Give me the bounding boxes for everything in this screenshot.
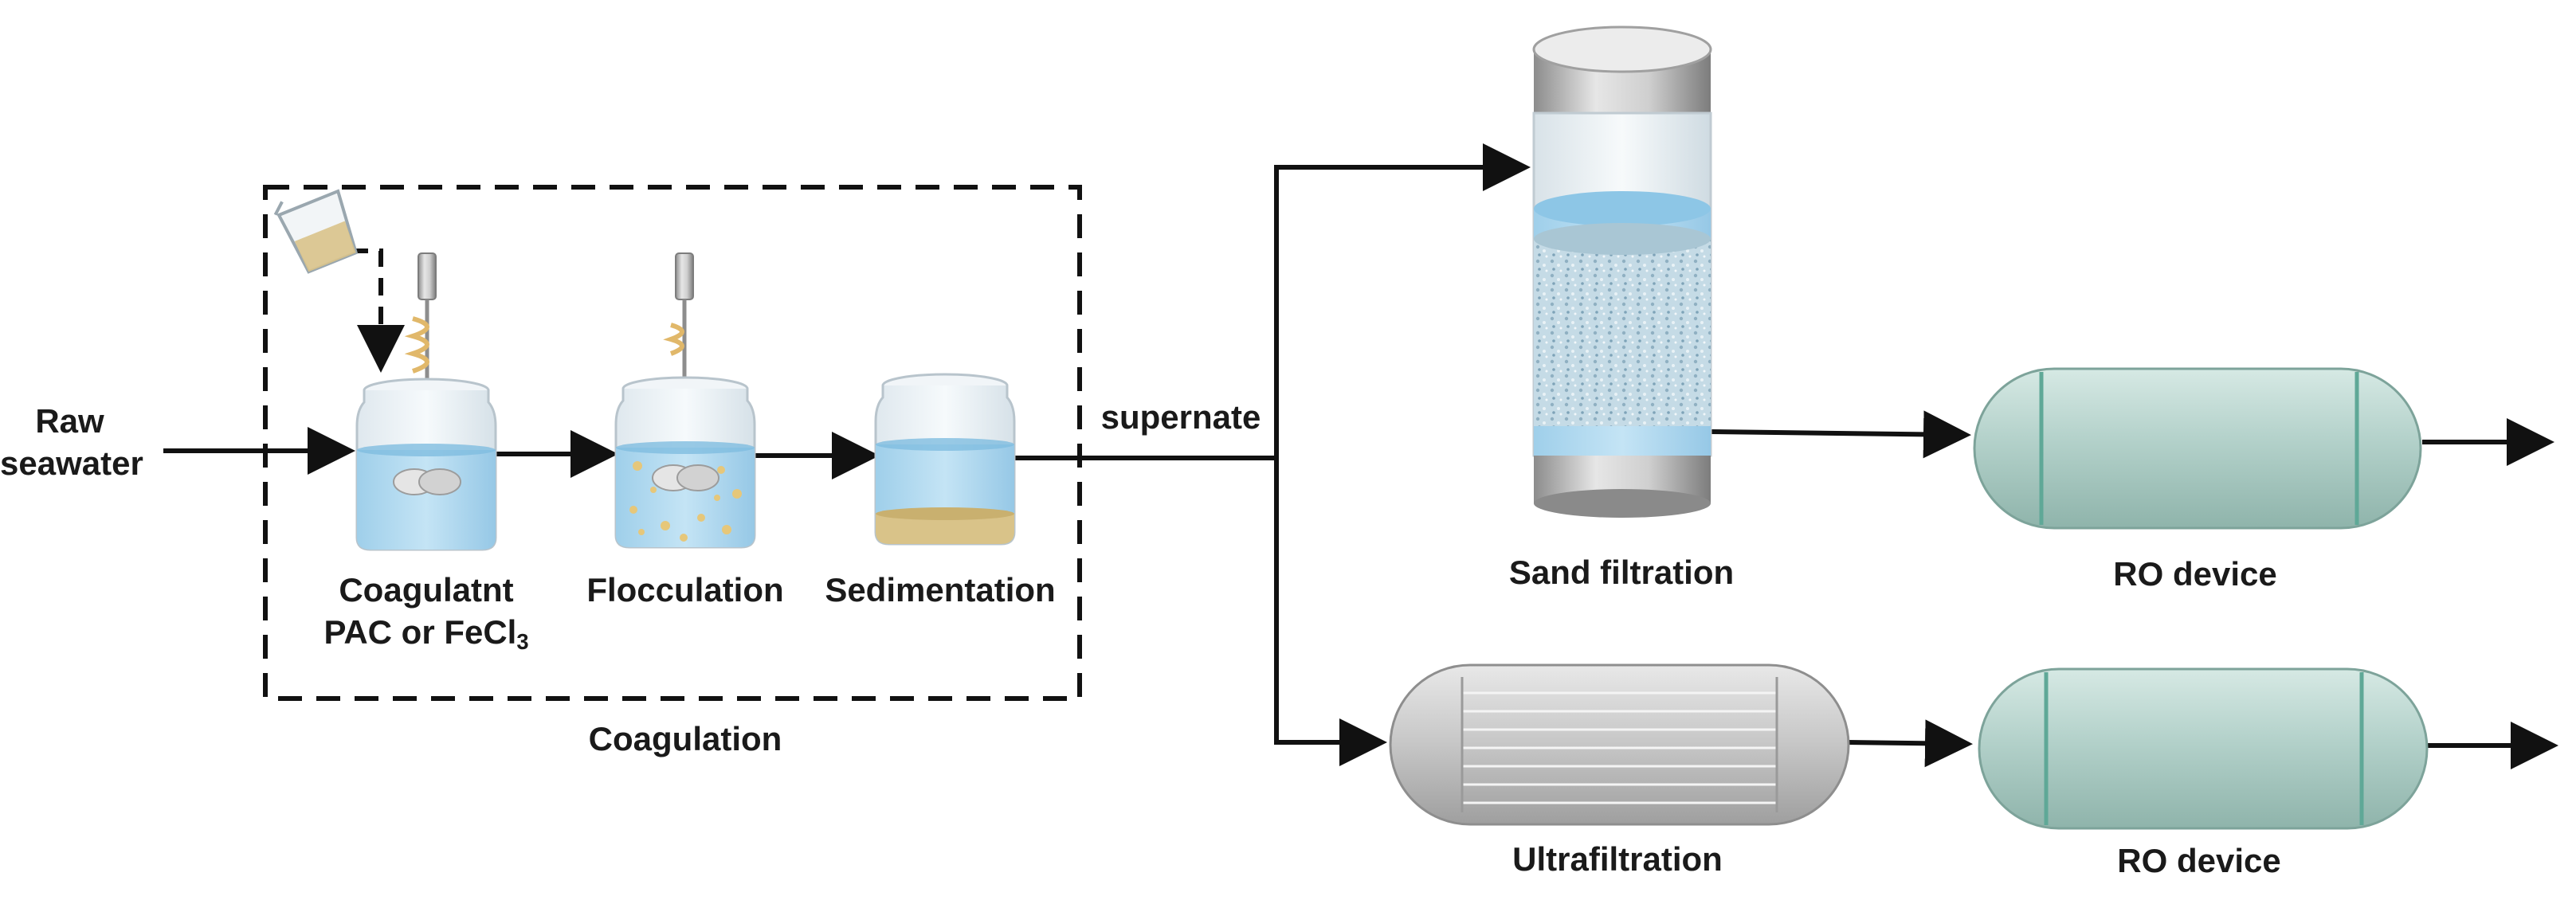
- coagulant-jar: [355, 252, 497, 551]
- coagulation-group-label: Coagulation: [588, 720, 782, 757]
- arrow-uf-to-ro-bottom: [1846, 719, 1973, 768]
- coagulation-group-box: [263, 185, 1082, 701]
- coagulant-line2-subscript: 3: [516, 628, 529, 654]
- ro-device-bottom: [1978, 667, 2429, 830]
- raw-seawater-line2: seawater: [0, 444, 143, 482]
- dosing-dashed-arrow: [351, 249, 405, 373]
- flocculation-label: Flocculation: [586, 571, 784, 609]
- arrow-sand-to-ro-top: [1711, 410, 1971, 459]
- ro-device-bottom-label: RO device: [2117, 842, 2281, 879]
- sedimentation-jar: [874, 373, 1016, 546]
- raw-seawater-line1: Raw: [35, 402, 104, 440]
- coagulant-line1: Coagulatnt: [339, 571, 514, 609]
- ultrafiltration-label: Ultrafiltration: [1512, 840, 1723, 878]
- coagulant-line2-prefix: PAC or FeCl: [323, 612, 517, 651]
- coagulant-label: Coagulatnt PAC or FeCl3: [307, 569, 546, 655]
- ro-device-top: [1973, 367, 2422, 530]
- raw-seawater-label: Raw seawater: [0, 401, 143, 484]
- sedimentation-label: Sedimentation: [825, 571, 1056, 609]
- dosing-beaker-icon: [273, 189, 359, 274]
- ro-device-top-label: RO device: [2113, 555, 2277, 593]
- ultrafiltration-vessel: [1389, 663, 1850, 826]
- flocculation-jar: [614, 252, 756, 549]
- sand-filtration-label: Sand filtration: [1508, 554, 1735, 591]
- coagulant-line2: PAC or FeCl3: [307, 612, 546, 655]
- sand-filtration-column: [1532, 25, 1712, 518]
- supernate-label: supernate: [1100, 398, 1261, 436]
